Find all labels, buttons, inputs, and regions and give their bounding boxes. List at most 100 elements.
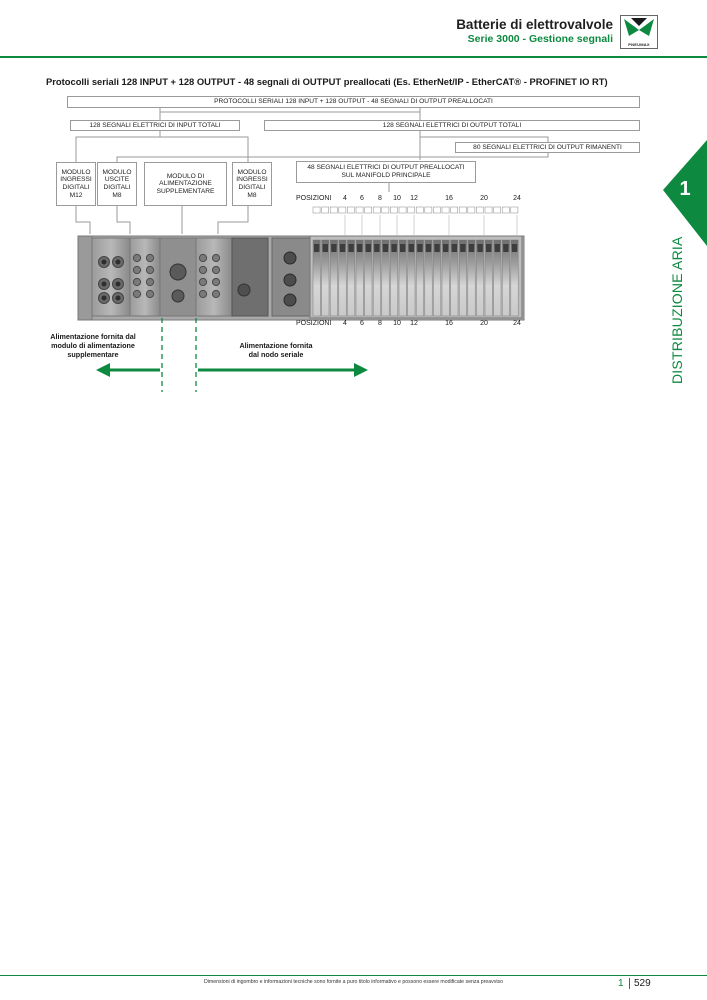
valve-solenoid bbox=[322, 244, 328, 252]
position-tag bbox=[329, 206, 338, 214]
position-tag bbox=[484, 206, 493, 214]
header-divider bbox=[0, 56, 707, 58]
valve-slice bbox=[338, 239, 347, 317]
valve-solenoid bbox=[417, 244, 423, 252]
valve-solenoid bbox=[511, 244, 518, 252]
position-tag bbox=[407, 206, 415, 214]
m8-connector bbox=[211, 265, 221, 275]
valve-solenoid bbox=[494, 244, 500, 252]
position-bottom-24: 24 bbox=[513, 320, 521, 327]
valve-solenoid bbox=[451, 244, 457, 252]
valve-solenoid bbox=[477, 244, 483, 252]
position-bottom-4: 4 bbox=[343, 320, 347, 327]
valve-solenoid bbox=[486, 244, 492, 252]
valve-solenoid bbox=[400, 244, 406, 252]
serial-node-connector bbox=[283, 293, 297, 307]
valve-slice bbox=[458, 239, 467, 317]
valve-solenoid bbox=[348, 244, 354, 252]
valve-slice bbox=[312, 239, 321, 317]
positions-top: 4 6 8 10 12 16 20 24 bbox=[0, 195, 707, 205]
valve-slice bbox=[407, 239, 416, 317]
supply-connector bbox=[169, 263, 187, 281]
valve-solenoid bbox=[503, 244, 509, 252]
page-number: 529 bbox=[634, 978, 651, 989]
positions-label-bottom: POSIZIONI bbox=[296, 320, 332, 327]
module-box-outputs-m8: MODULO USCITE DIGITALI M8 bbox=[97, 162, 137, 206]
module-2-line-1: MODULO bbox=[102, 168, 132, 176]
preallocated-box: 48 SEGNALI ELETTRICI DI OUTPUT PREALLOCA… bbox=[296, 161, 476, 183]
position-tag bbox=[398, 206, 407, 214]
valve-slice bbox=[390, 239, 399, 317]
output-remaining-box: 80 SEGNALI ELETTRICI DI OUTPUT RIMANENTI bbox=[455, 142, 640, 153]
module-3-line-2: ALIMENTAZIONE bbox=[159, 180, 212, 188]
position-bottom-6: 6 bbox=[360, 320, 364, 327]
valve-slice bbox=[398, 239, 407, 317]
protocol-box: PROTOCOLLI SERIALI 128 INPUT + 128 OUTPU… bbox=[67, 96, 640, 108]
valve-slice bbox=[467, 239, 476, 317]
position-tag bbox=[510, 206, 519, 214]
valve-solenoid bbox=[434, 244, 440, 252]
valve-solenoid bbox=[408, 244, 414, 252]
brand-logo: PNEUMAX bbox=[620, 15, 658, 49]
position-top-4: 4 bbox=[343, 195, 347, 202]
m8-connector bbox=[211, 289, 221, 299]
module-2-line-3: DIGITALI bbox=[103, 184, 131, 191]
position-bottom-16: 16 bbox=[445, 320, 453, 327]
output-total-box: 128 SEGNALI ELETTRICI DI OUTPUT TOTALI bbox=[264, 120, 640, 131]
position-tag bbox=[424, 206, 433, 214]
m8-connector bbox=[198, 265, 208, 275]
valve-slice bbox=[441, 239, 450, 317]
logo-text: PNEUMAX bbox=[628, 42, 650, 47]
m8-connector bbox=[198, 289, 208, 299]
m8-connector bbox=[145, 253, 155, 263]
position-tag bbox=[372, 206, 381, 214]
m8-connector bbox=[145, 277, 155, 287]
module-box-inputs-m8: MODULO INGRESSI DIGITALI M8 bbox=[232, 162, 272, 206]
m12-connector-core bbox=[115, 259, 121, 265]
position-top-6: 6 bbox=[360, 195, 364, 202]
diagram-connectors bbox=[75, 108, 549, 234]
position-tag bbox=[458, 206, 467, 214]
position-tag bbox=[441, 206, 450, 214]
module-2-line-4: M8 bbox=[112, 191, 122, 199]
m12-connector-core bbox=[101, 295, 107, 301]
module-1-line-4: M12 bbox=[69, 191, 83, 199]
header-title: Batterie di elettrovalvole bbox=[456, 17, 613, 32]
preallocated-line-2: SUL MANIFOLD PRINCIPALE bbox=[341, 172, 431, 179]
serial-node-connector bbox=[283, 251, 297, 265]
valve-slice bbox=[355, 239, 364, 317]
footer-separator bbox=[629, 978, 630, 989]
valve-slice bbox=[476, 239, 485, 317]
header-subtitle: Serie 3000 - Gestione segnali bbox=[467, 33, 613, 45]
position-tag bbox=[347, 206, 355, 214]
m8-connector bbox=[198, 253, 208, 263]
m8-connector bbox=[132, 253, 142, 263]
footer-disclaimer: Dimensioni di ingombro e informazioni te… bbox=[203, 979, 503, 985]
position-tag bbox=[493, 206, 501, 214]
caption-left-line-1: Alimentazione fornita dal bbox=[50, 332, 136, 341]
m12-connector-core bbox=[115, 295, 121, 301]
module-box-supply: MODULO DI ALIMENTAZIONE SUPPLEMENTARE bbox=[144, 162, 227, 206]
m8-connector bbox=[132, 265, 142, 275]
valve-slice bbox=[484, 239, 493, 317]
m12-connector-core bbox=[101, 281, 107, 287]
valve-solenoid bbox=[460, 244, 466, 252]
position-top-24: 24 bbox=[513, 195, 521, 202]
module-3-line-3: SUPPLEMENTARE bbox=[156, 187, 215, 195]
position-tag bbox=[381, 206, 390, 214]
module-4-line-2: INGRESSI bbox=[236, 176, 268, 184]
blank-port bbox=[237, 283, 251, 297]
caption-right-line-1: Alimentazione fornita bbox=[239, 341, 313, 350]
module-box-inputs-m12: MODULO INGRESSI DIGITALI M12 bbox=[56, 162, 96, 206]
valve-solenoid bbox=[391, 244, 397, 252]
valve-slice bbox=[510, 239, 519, 317]
position-tag bbox=[321, 206, 329, 214]
m8-connector bbox=[145, 265, 155, 275]
caption-right-line-2: dal nodo seriale bbox=[248, 350, 304, 359]
valve-solenoid bbox=[382, 244, 389, 252]
position-tag bbox=[415, 206, 424, 214]
m8-connector bbox=[198, 277, 208, 287]
valve-solenoid bbox=[425, 244, 432, 252]
valve-slice bbox=[364, 239, 373, 317]
position-bottom-12: 12 bbox=[410, 320, 418, 327]
